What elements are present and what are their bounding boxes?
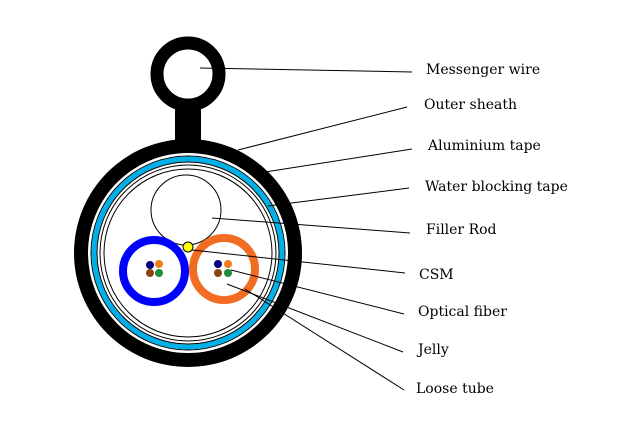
messenger-wire	[150, 36, 226, 142]
label-jelly: Jelly	[416, 342, 449, 358]
loose-tube-orange	[189, 234, 259, 304]
label-messenger-wire: Messenger wire	[426, 62, 540, 78]
leader-messenger-wire	[199, 67, 413, 73]
aluminium-tape-fill	[91, 156, 285, 350]
aluminium-tape-inner-edge	[96, 161, 280, 345]
leader-loose-tube	[244, 288, 405, 391]
fiber-brown	[214, 269, 222, 277]
fiber-navy	[214, 260, 222, 268]
label-filler-rod: Filler Rod	[426, 222, 497, 238]
leader-water-blocking-tape	[267, 187, 410, 207]
label-optical-fiber: Optical fiber	[418, 304, 507, 320]
leader-lines	[191, 67, 413, 391]
leader-jelly	[226, 283, 404, 353]
fiber-orange	[224, 260, 232, 268]
messenger-wire-ring	[150, 36, 226, 112]
leader-csm	[191, 249, 406, 274]
loose-tube-blue-ring	[119, 236, 189, 306]
label-outer-sheath: Outer sheath	[424, 97, 517, 113]
leader-optical-fiber	[230, 269, 405, 315]
fiber-green	[155, 269, 163, 277]
label-csm: CSM	[419, 267, 454, 283]
fiber-orange	[155, 260, 163, 268]
csm-strength-member	[182, 241, 194, 253]
fiber-brown	[146, 269, 154, 277]
label-aluminium-tape: Aluminium tape	[427, 138, 541, 154]
fiber-navy	[146, 261, 154, 269]
leader-filler-rod	[211, 217, 411, 234]
label-water-blocking-tape: Water blocking tape	[425, 179, 568, 195]
leader-outer-sheath	[237, 106, 408, 151]
leader-aluminium-tape	[264, 148, 413, 173]
label-loose-tube: Loose tube	[416, 381, 494, 397]
fiber-green	[224, 269, 232, 277]
loose-tube-orange-ring	[189, 234, 259, 304]
labels: Messenger wire Outer sheath Aluminium ta…	[416, 62, 568, 397]
filler-rod	[150, 174, 222, 246]
loose-tube-blue	[119, 236, 189, 306]
aluminium-tape-ring	[90, 155, 286, 351]
cable-body	[74, 139, 302, 367]
